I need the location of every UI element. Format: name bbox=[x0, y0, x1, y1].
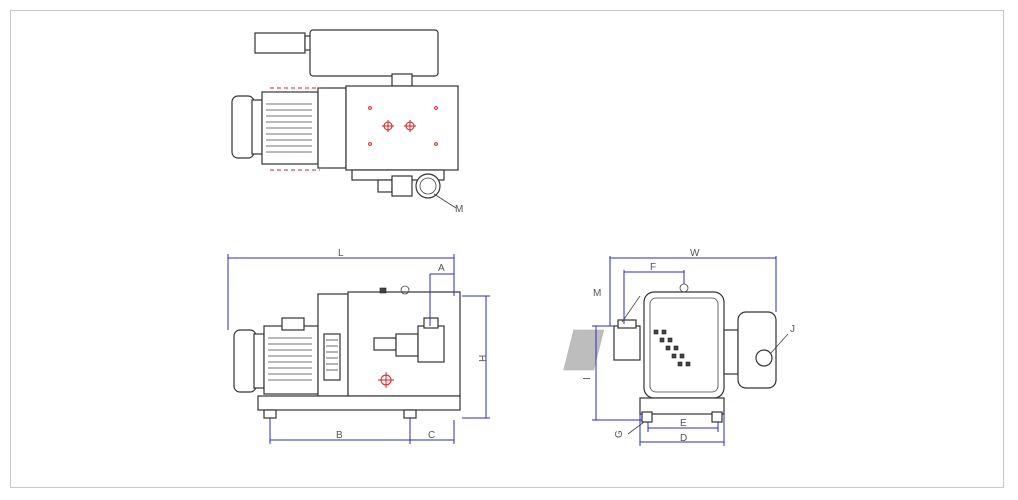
top-coupling bbox=[317, 87, 347, 169]
side-inlet-flange bbox=[395, 333, 419, 357]
side-filter-block bbox=[417, 325, 445, 363]
end-filter-cap bbox=[617, 319, 637, 329]
top-view: M bbox=[231, 29, 463, 215]
side-terminal-box bbox=[281, 317, 305, 331]
top-motor-fan-cover bbox=[231, 95, 255, 159]
top-inlet-valve bbox=[377, 179, 393, 193]
label-f: F bbox=[650, 262, 656, 273]
end-leader-g bbox=[627, 421, 645, 435]
label-m-end: M bbox=[593, 288, 601, 299]
side-vent-grille bbox=[323, 333, 341, 381]
label-j: J bbox=[790, 324, 795, 335]
label-g: G bbox=[614, 430, 625, 438]
end-dimensions bbox=[592, 256, 777, 446]
label-i: I bbox=[582, 377, 593, 380]
side-inlet-pipe bbox=[373, 337, 397, 351]
side-dimensions bbox=[227, 254, 490, 444]
label-b: B bbox=[336, 430, 343, 441]
end-gauge bbox=[755, 349, 773, 367]
top-inlet-body bbox=[391, 175, 413, 197]
label-h: H bbox=[478, 355, 489, 362]
end-vent-pattern bbox=[653, 329, 691, 367]
end-view: J W F M I E bbox=[563, 248, 795, 446]
top-motor-ring bbox=[251, 99, 263, 155]
top-center-marks bbox=[368, 106, 438, 146]
top-exhaust-cap bbox=[254, 32, 306, 54]
end-leader-m bbox=[621, 295, 641, 323]
top-pump-body bbox=[345, 85, 459, 171]
top-gauge bbox=[415, 173, 441, 199]
label-c: C bbox=[428, 430, 435, 441]
side-center-mark bbox=[378, 372, 394, 388]
label-m-top: M bbox=[455, 204, 463, 215]
side-motor-fins bbox=[268, 337, 312, 381]
side-motor-ring bbox=[253, 333, 265, 389]
side-motor-fan-cover bbox=[233, 329, 257, 393]
end-motor-flange bbox=[723, 329, 739, 375]
label-w: W bbox=[690, 248, 700, 259]
end-pump-body bbox=[643, 291, 725, 399]
side-filter-cap bbox=[423, 317, 439, 329]
side-foot-left bbox=[263, 409, 277, 419]
end-foot-right bbox=[711, 411, 723, 423]
top-motor-fins bbox=[266, 103, 312, 153]
side-view: L A H B C bbox=[227, 248, 490, 444]
label-d: D bbox=[680, 433, 687, 444]
end-vent-grille bbox=[563, 329, 605, 371]
side-top-plug bbox=[379, 287, 387, 294]
label-e: E bbox=[680, 418, 687, 429]
label-a: A bbox=[438, 263, 445, 274]
end-base bbox=[639, 397, 725, 415]
end-foot-left bbox=[641, 411, 653, 423]
side-motor-body bbox=[263, 325, 319, 395]
side-base-plate bbox=[257, 395, 461, 411]
top-exhaust-box bbox=[309, 29, 439, 77]
end-motor-body bbox=[737, 311, 777, 389]
label-l: L bbox=[338, 248, 344, 259]
end-filter-block bbox=[613, 325, 641, 361]
top-exhaust-stem bbox=[391, 73, 413, 87]
side-foot-right bbox=[403, 409, 417, 419]
drawing-frame bbox=[10, 10, 1004, 488]
